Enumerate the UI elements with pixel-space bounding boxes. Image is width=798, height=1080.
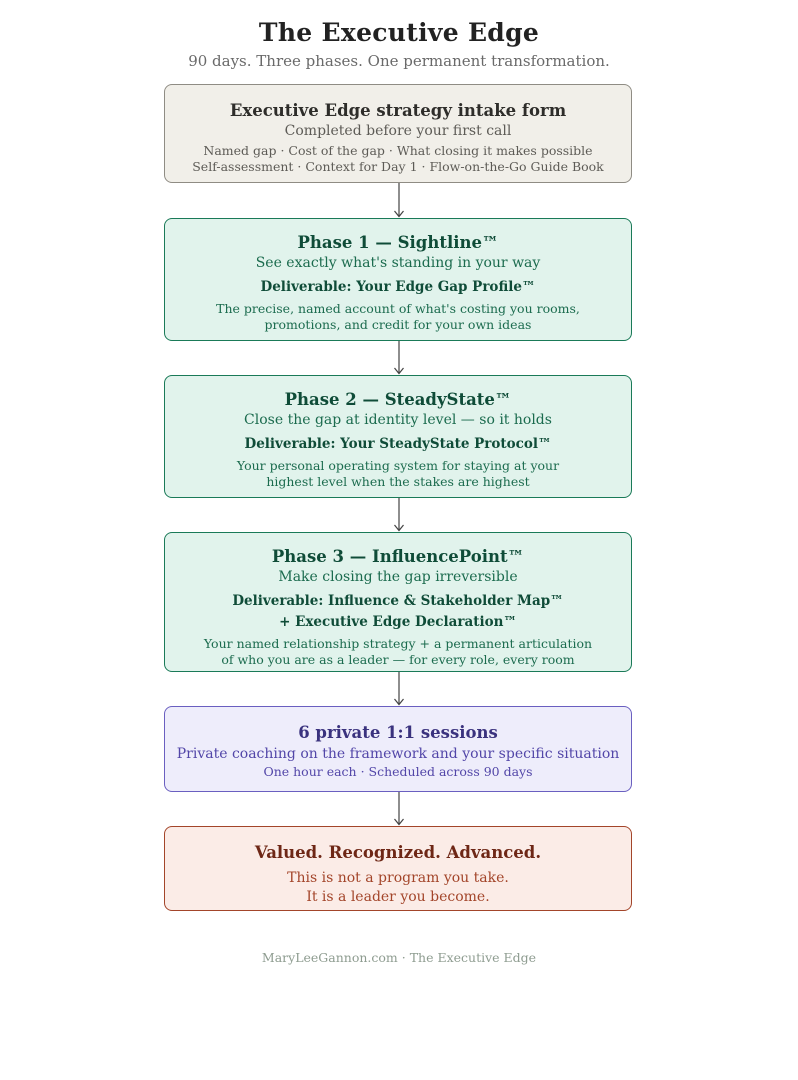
outcome-line: It is a leader you become. (306, 889, 490, 905)
intake-title: Executive Edge strategy intake form (229, 101, 567, 120)
phase-3-box: Phase 3 — InfluencePoint™ Make closing t… (164, 532, 632, 672)
outcome-title: Valued. Recognized. Advanced. (254, 843, 542, 862)
footer-credit: MaryLeeGannon.com · The Executive Edge (261, 950, 537, 965)
outcome-box: Valued. Recognized. Advanced. This is no… (164, 826, 632, 911)
intake-details: Named gap · Cost of the gap · What closi… (165, 143, 631, 175)
phase-title: Phase 3 — InfluencePoint™ (271, 547, 525, 566)
deliverable-line: Deliverable: Influence & Stakeholder Map… (232, 593, 564, 609)
phase-title: Phase 1 — Sightline™ (297, 233, 499, 252)
deliverable-line: + Executive Edge Declaration™ (279, 614, 517, 630)
flow-arrow (394, 183, 404, 218)
description-line: of who you are as a leader — for every r… (221, 652, 575, 667)
outcome-line: This is not a program you take. (287, 870, 509, 886)
intake-subtitle: Completed before your first call (284, 123, 512, 139)
phase-subtitle: Make closing the gap irreversible (278, 569, 518, 585)
intake-form-box: Executive Edge strategy intake form Comp… (164, 84, 632, 183)
phase-deliverable: Deliverable: Influence & Stakeholder Map… (165, 591, 631, 633)
intake-detail-line: Named gap · Cost of the gap · What closi… (203, 143, 593, 158)
page-title: The Executive Edge (258, 18, 540, 47)
phase-deliverable: Deliverable: Your SteadyState Protocol™ (165, 434, 631, 455)
phase-title: Phase 2 — SteadyState™ (284, 390, 512, 409)
description-line: The precise, named account of what's cos… (216, 301, 580, 316)
outcome-lines: This is not a program you take. It is a … (165, 869, 631, 907)
description-line: promotions, and credit for your own idea… (264, 317, 532, 332)
phase-2-box: Phase 2 — SteadyState™ Close the gap at … (164, 375, 632, 498)
description-line: highest level when the stakes are highes… (266, 474, 530, 489)
deliverable-line: Deliverable: Your Edge Gap Profile™ (260, 279, 536, 295)
sessions-title: 6 private 1:1 sessions (298, 723, 498, 742)
description-line: Your personal operating system for stayi… (236, 458, 560, 473)
phase-description: Your personal operating system for stayi… (165, 458, 631, 490)
sessions-box: 6 private 1:1 sessions Private coaching … (164, 706, 632, 792)
flow-arrow (394, 792, 404, 826)
phase-deliverable: Deliverable: Your Edge Gap Profile™ (165, 277, 631, 298)
description-line: Your named relationship strategy + a per… (203, 636, 593, 651)
intake-detail-line: Self-assessment · Context for Day 1 · Fl… (192, 159, 604, 174)
phase-subtitle: Close the gap at identity level — so it … (244, 412, 552, 428)
deliverable-line: Deliverable: Your SteadyState Protocol™ (244, 436, 552, 452)
phase-description: Your named relationship strategy + a per… (165, 636, 631, 668)
flow-arrow (394, 498, 404, 532)
sessions-detail: One hour each · Scheduled across 90 days (263, 764, 533, 779)
phase-subtitle: See exactly what's standing in your way (255, 255, 541, 271)
flow-arrow (394, 672, 404, 706)
page-subtitle: 90 days. Three phases. One permanent tra… (188, 52, 610, 70)
phase-description: The precise, named account of what's cos… (165, 301, 631, 333)
flow-arrow (394, 341, 404, 375)
sessions-subtitle: Private coaching on the framework and yo… (176, 746, 620, 762)
phase-1-box: Phase 1 — Sightline™ See exactly what's … (164, 218, 632, 341)
